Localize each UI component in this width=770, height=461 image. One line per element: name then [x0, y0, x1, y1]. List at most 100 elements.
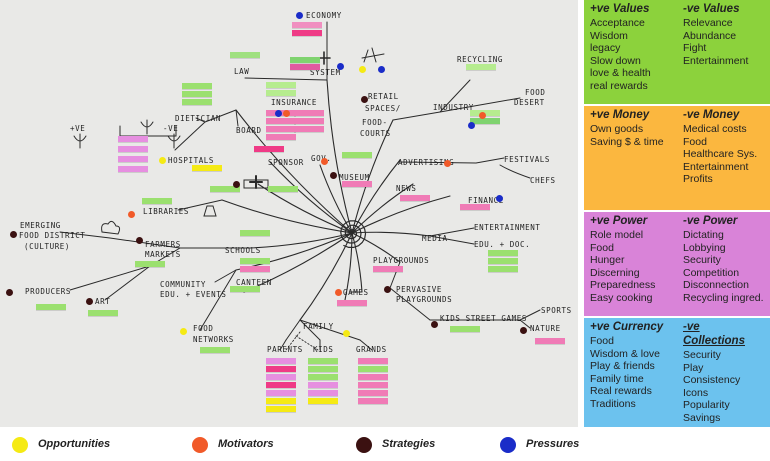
category-pos-power: +ve Power Role model Food Hunger Discern… — [584, 212, 677, 316]
sticky-note — [118, 146, 148, 152]
sticky-note — [210, 186, 240, 192]
sticky-note — [292, 22, 322, 28]
category-item: Traditions — [590, 397, 636, 410]
connector-line — [429, 227, 475, 237]
category-item: Icons — [683, 386, 709, 399]
connector-line — [203, 205, 217, 217]
label-news: NEWS — [396, 184, 417, 193]
connector-line — [221, 199, 353, 234]
label-foodnet-1: FOOD — [193, 324, 214, 333]
sticky-note — [118, 166, 148, 172]
label-canteen: CANTEEN — [236, 278, 272, 287]
sticky-note — [535, 338, 565, 344]
label-pervasive-2: PLAYGROUNDS — [396, 295, 453, 304]
label-emerging-1: EMERGING — [20, 221, 61, 230]
legend-dot — [12, 437, 28, 453]
sticky-note — [266, 134, 296, 140]
label-minus-ve: -VE — [163, 124, 179, 133]
sticky-note — [488, 266, 518, 272]
sticky-note — [268, 186, 298, 192]
motivator-dot — [321, 158, 328, 165]
category-heading: +ve Money — [590, 109, 650, 121]
sticky-note — [308, 382, 338, 388]
category-heading: -ve Collections — [683, 321, 745, 347]
label-kids: KIDS — [313, 345, 334, 354]
label-sports: SPORTS — [541, 306, 572, 315]
label-libraries: LIBRARIES — [143, 207, 190, 216]
category-item: Food — [590, 241, 614, 254]
sticky-note — [308, 398, 338, 404]
category-item: Wisdom — [590, 29, 628, 42]
label-edudoc: EDU. + DOC. — [474, 240, 531, 249]
label-hospitals: HOSPITALS — [168, 156, 215, 165]
connector-line — [199, 269, 237, 331]
pressure-dot — [468, 122, 475, 129]
connector-line — [244, 77, 328, 81]
connector-line — [214, 269, 237, 283]
connector-line — [439, 79, 471, 113]
connector-line — [317, 51, 331, 65]
sticky-note — [342, 181, 372, 187]
strategy-dot — [384, 286, 391, 293]
sticky-note — [135, 261, 165, 267]
strategy-dot — [86, 298, 93, 305]
opportunity-dot — [343, 330, 350, 337]
legend-dot — [500, 437, 516, 453]
label-foodnet-2: NETWORKS — [193, 335, 234, 344]
connector-line — [204, 109, 237, 123]
label-advertising: ADVERTISING — [398, 158, 455, 167]
label-plus-ve: +VE — [70, 124, 86, 133]
connector-line — [351, 159, 401, 234]
label-insurance: INSURANCE — [271, 98, 318, 107]
connector-line — [235, 109, 353, 234]
category-item: Play — [683, 361, 704, 374]
sticky-note — [290, 57, 320, 63]
category-item: Entertainment — [683, 54, 749, 67]
category-item: Food — [590, 335, 614, 347]
categories-grid: +ve Values Acceptance Wisdom legacy Slow… — [584, 0, 770, 427]
connector-line — [195, 117, 206, 123]
label-museum: MUSEUM — [339, 173, 370, 182]
connector-line — [429, 235, 475, 245]
connector-line — [285, 331, 301, 351]
category-item: Slow down — [590, 54, 641, 67]
label-sponsor: SPONSOR — [268, 158, 304, 167]
sticky-note — [266, 118, 296, 124]
label-emerging-3: (CULTURE) — [24, 242, 71, 251]
sticky-note — [488, 258, 518, 264]
label-festivals: FESTIVALS — [504, 155, 551, 164]
sticky-note — [266, 374, 296, 380]
connector-line — [104, 265, 151, 301]
strategy-dot — [330, 172, 337, 179]
sticky-note — [240, 230, 270, 236]
sticky-note — [358, 398, 388, 404]
sticky-note — [358, 358, 388, 364]
category-neg-collections: -ve Collections Security Play Consistenc… — [677, 318, 770, 427]
category-item: real rewards — [590, 79, 648, 92]
category-item: Disconnection — [683, 279, 749, 292]
pressure-dot — [337, 63, 344, 70]
sticky-note — [266, 366, 296, 372]
label-foodcourts-2: COURTS — [360, 129, 391, 138]
category-item: Saving $ & time — [590, 135, 664, 148]
label-games: GAMES — [343, 288, 369, 297]
sticky-note — [254, 146, 284, 152]
label-kids-street-games: KIDS STREET GAMES — [440, 314, 527, 323]
connector-line — [249, 175, 263, 189]
label-grands: GRANDS — [356, 345, 387, 354]
pressure-dot — [275, 110, 282, 117]
sticky-note — [337, 300, 367, 306]
connector-line — [235, 109, 239, 127]
category-heading: -ve Money — [683, 109, 740, 121]
connector-line — [109, 237, 181, 249]
category-item: Family time — [590, 372, 644, 385]
category-pos-currency: +ve Currency Food Wisdom & love Play & f… — [584, 318, 677, 427]
category-item: Role model — [590, 229, 644, 241]
connector-line — [295, 335, 319, 351]
label-system: SYSTEM — [310, 68, 341, 77]
label-entertainment: ENTERTAINMENT — [474, 223, 541, 232]
pressure-dot — [496, 195, 503, 202]
sticky-note — [470, 118, 500, 124]
connector-line — [140, 119, 154, 135]
label-chefs: CHEFS — [530, 176, 556, 185]
